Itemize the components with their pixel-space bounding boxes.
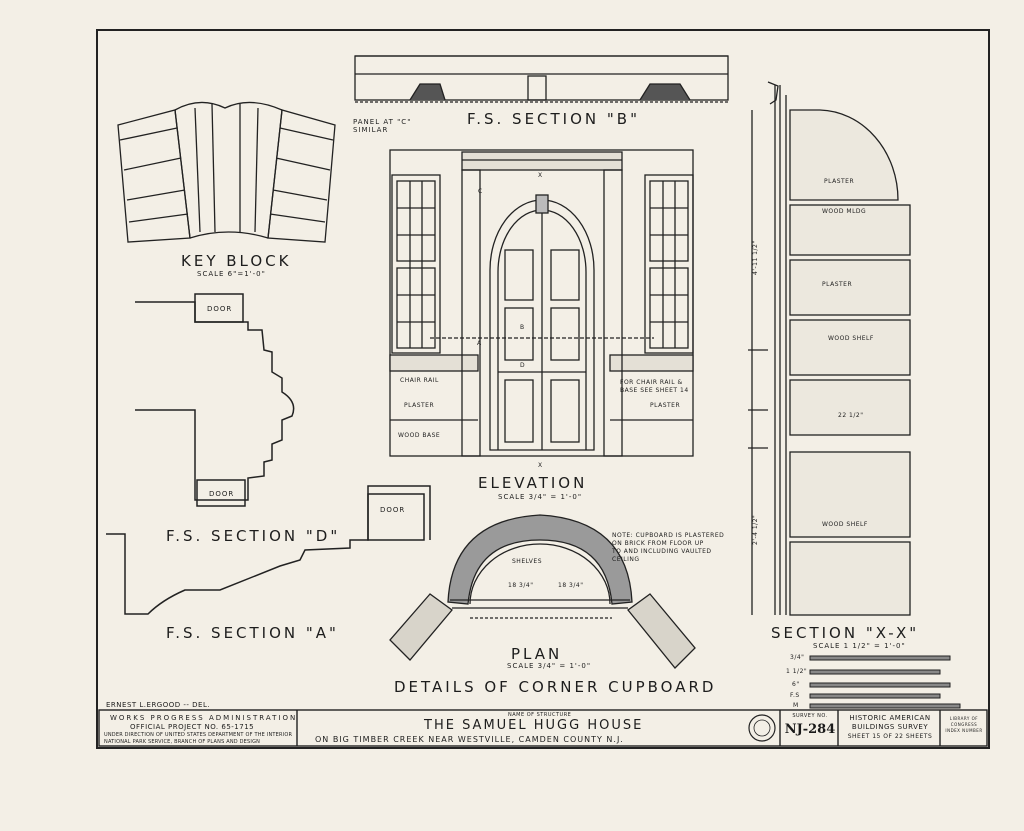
details-title: DETAILS OF CORNER CUPBOARD (394, 678, 717, 696)
elevation-marker-c: C (478, 188, 483, 195)
key-block-scale: SCALE 6"=1'-0" (197, 270, 266, 278)
elevation-marker-x-top: X (538, 172, 543, 179)
section-xx-plaster-top: PLASTER (824, 178, 855, 185)
elevation-marker-x-bottom: X (538, 462, 543, 469)
elevation-scale: SCALE 3/4" = 1'-0" (498, 493, 583, 501)
survey-label: SURVEY NO. (792, 713, 828, 719)
plan-scale: SCALE 3/4" = 1'-0" (507, 662, 592, 670)
elevation-title: ELEVATION (478, 474, 588, 492)
section-xx-wood-shelf-2: WOOD SHELF (822, 521, 868, 528)
section-b-title: F.S. SECTION "B" (467, 110, 640, 128)
elevation-chair-rail: CHAIR RAIL (400, 377, 439, 384)
scale-row-3: 6" (792, 681, 800, 688)
plan-shelves: SHELVES (512, 558, 542, 565)
habs-line-2: BUILDINGS SURVEY (851, 723, 929, 731)
scale-row-2: 1 1/2" (786, 668, 808, 675)
loc-box: LIBRARY OF CONGRESS INDEX NUMBER (942, 716, 986, 734)
section-xx-dim-depth: 22 1/2" (838, 412, 864, 419)
elevation-marker-d: D (520, 362, 526, 369)
elevation-drawing (389, 149, 694, 457)
elevation-marker-a: A (477, 340, 482, 347)
section-a-title: F.S. SECTION "A" (166, 624, 339, 642)
scale-bars (809, 655, 961, 709)
habs-line-1: HISTORIC AMERICAN (849, 714, 931, 722)
structure-location: ON BIG TIMBER CREEK NEAR WESTVILLE, CAMD… (315, 735, 624, 744)
section-b-drawing (354, 55, 729, 103)
loc-line-1: LIBRARY OF CONGRESS (949, 716, 979, 727)
section-a-door: DOOR (380, 506, 406, 514)
section-b-note: PANEL AT "C" SIMILAR (353, 118, 412, 134)
habs-box: HISTORIC AMERICAN BUILDINGS SURVEY SHEET… (840, 714, 940, 741)
section-xx-dim-lower: 2'-4 1/2" (752, 514, 759, 545)
structure-name: THE SAMUEL HUGG HOUSE (424, 718, 644, 733)
section-d-door-top: DOOR (207, 305, 233, 313)
key-block-drawing (117, 101, 336, 243)
section-a-drawing (106, 485, 431, 615)
key-block-title: KEY BLOCK (181, 252, 292, 270)
scale-row-5: M (793, 702, 799, 709)
section-xx-plaster-mid: PLASTER (822, 281, 853, 288)
section-xx-scale: SCALE 1 1/2" = 1'-0" (813, 642, 906, 650)
under-direction: UNDER DIRECTION OF UNITED STATES DEPARTM… (104, 732, 293, 738)
delineator: ERNEST L.ERGOOD -- DEL. (106, 701, 211, 709)
section-xx-title: SECTION "X-X" (771, 624, 920, 642)
section-d-drawing (135, 293, 295, 507)
survey-number: NJ-284 (784, 722, 836, 737)
sheet-number: SHEET 15 OF 22 SHEETS (847, 733, 933, 740)
section-d-title: F.S. SECTION "D" (166, 527, 341, 545)
section-xx-wood-mldg: WOOD MLDG (822, 208, 867, 215)
scale-row-1: 3/4" (790, 654, 805, 661)
plan-note: NOTE: CUPBOARD IS PLASTERED ON BRICK FRO… (612, 532, 725, 563)
survey-number-box: SURVEY NO. NJ-284 (782, 712, 838, 738)
wpa-label: WORKS PROGRESS ADMINISTRATION (110, 714, 298, 722)
project-label: OFFICIAL PROJECT NO. 65-1715 (130, 723, 255, 731)
section-d-door-bottom: DOOR (209, 490, 235, 498)
elevation-plaster-right: PLASTER (650, 402, 681, 409)
elevation-chair-rail-note: FOR CHAIR RAIL & BASE SEE SHEET 14 (620, 379, 689, 394)
elevation-marker-b: B (520, 324, 525, 331)
name-of-structure-label: NAME OF STRUCTURE (508, 712, 572, 718)
section-xx-wood-shelf-1: WOOD SHELF (828, 335, 874, 342)
elevation-wood-base: WOOD BASE (398, 432, 441, 439)
plan-title: PLAN (511, 645, 563, 663)
section-xx-dim-total: 4'-11 1/2" (752, 240, 759, 275)
elevation-plaster-left: PLASTER (404, 402, 435, 409)
plan-dim-left: 18 3/4" (508, 582, 534, 589)
plan-drawing (389, 514, 696, 669)
plan-dim-right: 18 3/4" (558, 582, 584, 589)
seal-icon (748, 714, 776, 742)
loc-line-2: INDEX NUMBER (945, 728, 983, 733)
section-xx-drawing (748, 81, 911, 616)
branch-label: NATIONAL PARK SERVICE, BRANCH OF PLANS A… (104, 739, 261, 745)
scale-row-4: F.S (790, 692, 800, 699)
